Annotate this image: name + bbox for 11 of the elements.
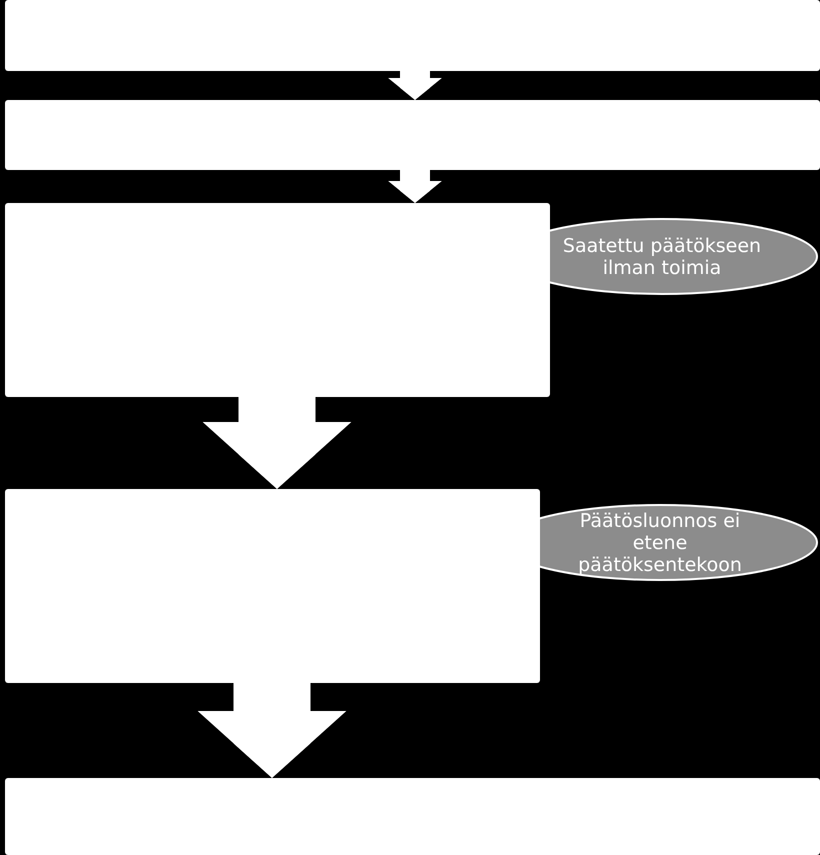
block-arrow [388,71,442,100]
process-box [5,203,550,397]
outcome-label: Päätösluonnos ei etene päätöksentekoon [577,510,743,576]
block-arrow [198,683,346,778]
process-box [5,0,820,71]
outcome-label: Saatettu päätökseen ilman toimia [562,234,762,278]
process-box [5,489,540,683]
block-arrow [202,397,352,489]
process-box [5,100,820,170]
block-arrow [388,170,442,203]
process-box [5,778,820,855]
